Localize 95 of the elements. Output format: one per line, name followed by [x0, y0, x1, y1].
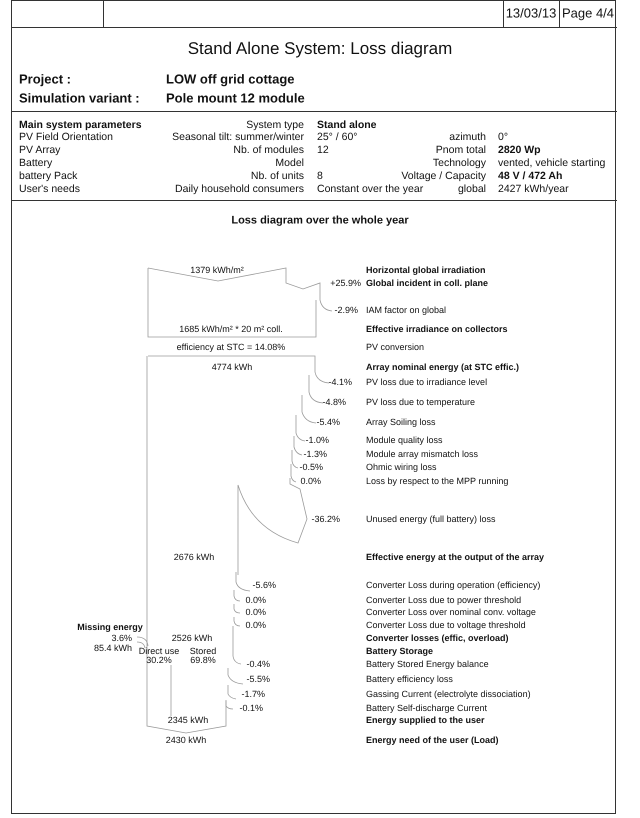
flow-value: efficiency at STC = 14.08%: [176, 342, 286, 352]
stage-label: Global incident in coll. plane: [366, 278, 488, 288]
field-value: LOW off grid cottage: [166, 72, 295, 88]
parameter-value: 48 V / 472 Ah: [498, 170, 562, 182]
stage-label: Converter Loss during operation (efficiency): [366, 580, 540, 590]
parameter-label: Model: [275, 156, 304, 170]
parameter-value: 2427 kWh/year: [498, 182, 569, 196]
section-heading: Main system parameters: [19, 118, 142, 132]
field-label: Project :: [19, 72, 72, 88]
stage-label: Energy need of the user (Load): [366, 734, 499, 746]
split-label: Stored: [190, 646, 216, 656]
flow-value: 85.4 kWh: [94, 642, 132, 654]
parameter-value: 2820 Wp: [498, 144, 541, 156]
loss-percent: -4.1%: [328, 376, 352, 388]
stage-label: Battery Storage: [366, 646, 434, 656]
stage-label: Array Soiling loss: [366, 416, 436, 428]
page-number: Page 4/4: [562, 6, 614, 22]
diagram-heading: Loss diagram over the whole year: [231, 214, 409, 228]
stage-label: Battery Self-discharge Current: [366, 702, 488, 714]
stage-label: PV conversion: [366, 342, 424, 352]
stage-label: Horizontal global irradiation: [366, 264, 486, 276]
stage-label: Unused energy (full battery) loss: [366, 514, 496, 524]
stage-label: Energy supplied to the user: [366, 714, 485, 726]
loss-percent: -5.5%: [246, 674, 270, 684]
loss-percent: 3.6%: [111, 632, 132, 644]
loss-percent: +25.9%: [330, 278, 361, 288]
parameter-label: Battery: [19, 156, 52, 170]
parameter-value: 25° / 60°: [317, 130, 358, 144]
stage-label: PV loss due to irradiance level: [366, 376, 488, 388]
loss-percent: -1.0%: [305, 434, 329, 446]
parameter-label: Daily household consumers: [175, 182, 304, 196]
loss-percent: 0.0%: [245, 620, 266, 630]
flow-value: 2676 kWh: [174, 552, 214, 562]
flow-value: 2345 kWh: [168, 714, 208, 726]
loss-percent: 0.0%: [245, 606, 266, 618]
loss-percent: -1.7%: [241, 688, 265, 700]
loss-percent: -4.8%: [322, 396, 346, 408]
loss-percent: 30.2%: [146, 654, 172, 666]
parameter-value: vented, vehicle starting: [498, 156, 606, 170]
parameter-value: Stand alone: [317, 118, 377, 132]
parameter-label: PV Field Orientation: [19, 130, 113, 144]
parameter-value: 12: [317, 144, 329, 156]
loss-percent: -36.2%: [311, 514, 340, 524]
parameter-label: Technology: [432, 156, 486, 170]
stage-label: Converter losses (effic, overload): [366, 632, 509, 644]
parameter-label: Voltage / Capacity: [401, 170, 486, 182]
parameter-label: PV Array: [19, 144, 60, 156]
stage-label: IAM factor on global: [366, 304, 446, 316]
flow-value: 1379 kWh/m²: [190, 264, 244, 276]
report-title: Stand Alone System: Loss diagram: [188, 39, 452, 58]
stage-label: Module quality loss: [366, 434, 443, 446]
parameter-value: Constant over the year: [317, 182, 424, 196]
split-label: Direct use: [138, 646, 180, 656]
loss-percent: -5.6%: [252, 580, 276, 590]
stage-label: Effective energy at the output of the array: [366, 552, 544, 562]
stage-label: Converter Loss due to voltage threshold: [366, 620, 526, 630]
loss-percent: -0.5%: [299, 462, 323, 472]
parameter-value: 8: [317, 170, 323, 182]
parameter-label: Nb. of modules: [233, 144, 304, 156]
field-value: Pole mount 12 module: [166, 92, 305, 106]
parameter-label: battery Pack: [19, 170, 78, 182]
loss-percent: -1.3%: [303, 448, 327, 460]
parameter-label: Seasonal tilt: summer/winter: [172, 130, 304, 144]
flow-value: 4774 kWh: [212, 362, 252, 372]
stage-label: Converter Loss due to power threshold: [366, 594, 522, 606]
stage-label: PV loss due to temperature: [366, 396, 476, 408]
flow-value: 2430 kWh: [166, 734, 206, 746]
loss-percent: -5.4%: [316, 416, 340, 428]
stage-label: Battery efficiency loss: [366, 674, 453, 684]
parameter-value: 0°: [498, 130, 508, 144]
parameter-label: global: [458, 182, 486, 196]
loss-percent: 69.8%: [190, 654, 216, 666]
flow-value: 1685 kWh/m² * 20 m² coll.: [179, 324, 283, 334]
stage-label: Effective irradiance on collectors: [366, 324, 508, 334]
date-text: 13/03/13: [506, 6, 556, 22]
flow-value: 2526 kWh: [172, 632, 212, 644]
stage-label: Gassing Current (electrolyte dissociation): [366, 688, 531, 700]
loss-percent: -0.1%: [239, 702, 263, 714]
loss-percent: 0.0%: [300, 476, 321, 486]
stage-label: Loss by respect to the MPP running: [366, 476, 508, 486]
stage-label: Module array mismatch loss: [366, 448, 478, 460]
stage-label: Converter Loss over nominal conv. voltage: [366, 606, 536, 618]
loss-percent: 0.0%: [245, 594, 266, 606]
flow-heading: Missing energy: [77, 622, 143, 632]
stage-label: Battery Stored Energy balance: [366, 658, 489, 670]
stage-label: Ohmic wiring loss: [366, 462, 437, 472]
stage-label: Array nominal energy (at STC effic.): [366, 362, 520, 372]
parameter-label: System type: [246, 118, 304, 132]
loss-percent: -2.9%: [334, 304, 358, 316]
parameter-label: Pnom total: [436, 144, 486, 156]
field-label: Simulation variant :: [19, 92, 140, 106]
parameter-label: Nb. of units: [250, 170, 304, 182]
loss-percent: -0.4%: [246, 658, 270, 670]
parameter-label: User's needs: [19, 182, 80, 196]
parameter-label: azimuth: [449, 130, 486, 144]
